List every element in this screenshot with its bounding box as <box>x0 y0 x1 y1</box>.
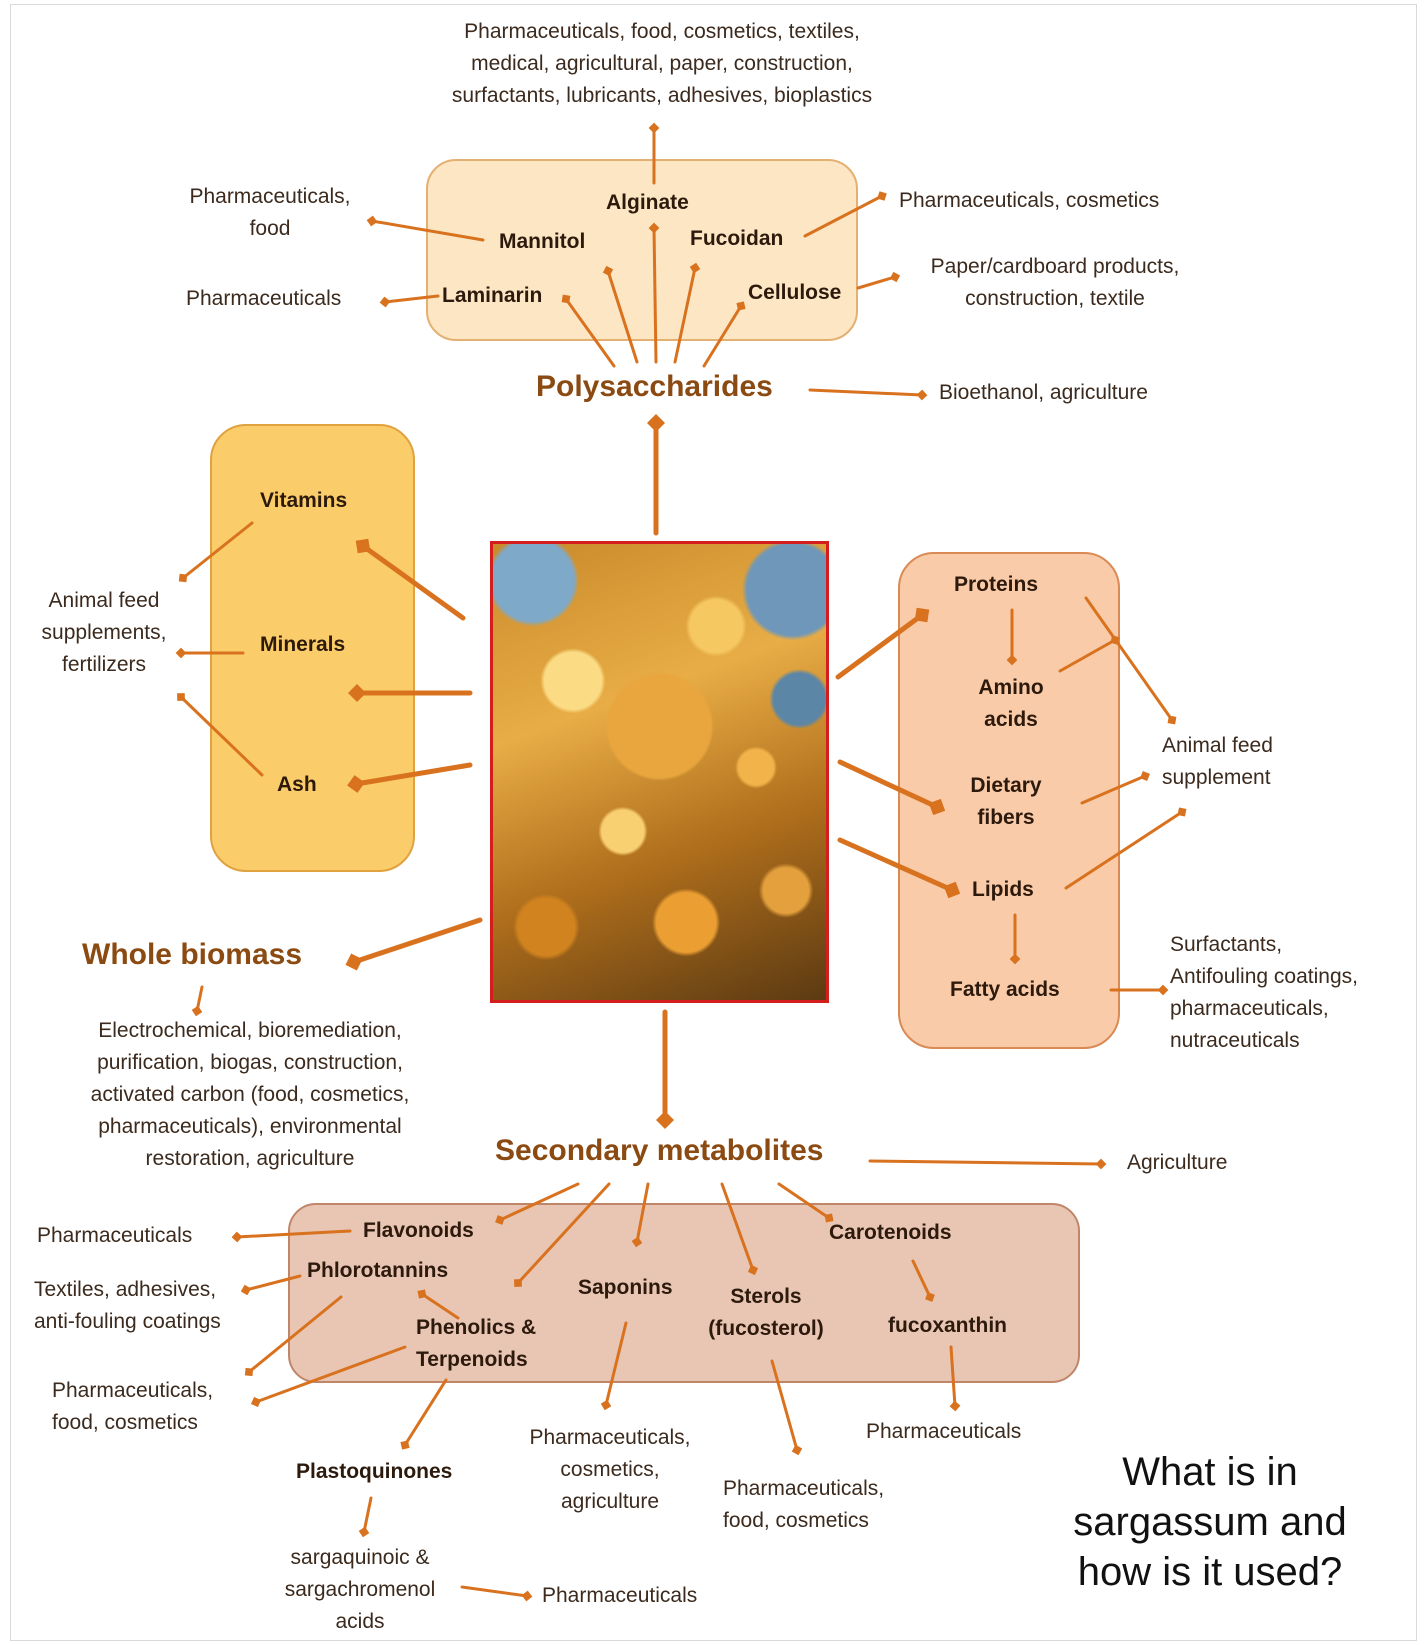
arrow-fibers-feed <box>1080 771 1150 805</box>
proteins-lipids-box <box>898 552 1120 1049</box>
vitamins-label: Vitamins <box>260 489 348 512</box>
arrow-poly-alginate <box>648 222 660 364</box>
fucoidan-uses: Pharmaceuticals, cosmetics <box>899 189 1160 212</box>
flavonoids-label: Flavonoids <box>363 1219 474 1242</box>
ash-label: Ash <box>277 773 317 796</box>
figure-frame <box>10 4 1417 1641</box>
sargaquinoic-acids-label: sargaquinoic & sargachromenol acids <box>284 1546 436 1633</box>
cellulose-uses: Paper/cardboard products, construction, … <box>930 255 1180 310</box>
polysaccharides-group-uses: Bioethanol, agriculture <box>939 381 1148 404</box>
minerals-label: Minerals <box>260 633 346 656</box>
saponins-label: Saponins <box>578 1276 673 1299</box>
polysaccharides-title: Polysaccharides <box>536 370 773 403</box>
arrow-lipids-feed <box>1064 807 1187 890</box>
fucoxanthin-label: fucoxanthin <box>888 1314 1007 1337</box>
arrow-phenolics-plastoquinones <box>400 1378 448 1450</box>
arrow-poly-cellulose <box>702 301 746 368</box>
arrow-flavonoids-use <box>231 1229 352 1243</box>
arrow-plastoquinones-acids <box>358 1496 373 1538</box>
arrow-sec-sterols <box>720 1182 759 1276</box>
fucoxanthin-uses: Pharmaceuticals <box>866 1420 1022 1443</box>
arrow-secondary-use <box>868 1158 1107 1170</box>
arrow-fucoidan-use <box>803 191 887 238</box>
polysaccharides-box <box>426 159 858 341</box>
secondary-metabolites-title: Secondary metabolites <box>495 1134 824 1167</box>
arrow-phenolics-phlorotannins <box>417 1289 460 1320</box>
arrow-poly-mannitol <box>602 265 639 364</box>
saponins-uses: Pharmaceuticals, cosmetics, agriculture <box>529 1426 691 1513</box>
arrow-saponins-use <box>600 1321 628 1411</box>
arrow-phenolics-pharma <box>250 1345 407 1408</box>
arrow-mannitol-use <box>366 215 485 242</box>
carotenoids-label: Carotenoids <box>829 1221 952 1244</box>
phlorotannins-label: Phlorotannins <box>307 1259 449 1282</box>
arrow-proteins-feed <box>1084 596 1177 725</box>
arrow-photo-biomass <box>345 917 483 971</box>
arrow-sec-saponins <box>631 1182 650 1248</box>
alginate-label: Alginate <box>606 191 689 214</box>
arrow-amino-feed <box>1058 635 1120 673</box>
lipids-label: Lipids <box>972 878 1034 901</box>
whole-biomass-uses: Electrochemical, bioremediation, purific… <box>90 1019 410 1170</box>
proteins-label: Proteins <box>954 573 1039 596</box>
plastoquinones-label: Plastoquinones <box>296 1460 453 1483</box>
sargaquinoic-acids-uses: Pharmaceuticals <box>542 1584 698 1607</box>
arrow-photo-ash <box>347 762 473 793</box>
secondary-metabolites-group-uses: Agriculture <box>1127 1151 1228 1174</box>
sterols-uses: Pharmaceuticals, food, cosmetics <box>723 1477 885 1532</box>
arrow-photo-fibers <box>837 759 946 816</box>
arrow-acids-use <box>460 1585 533 1602</box>
vitamins-minerals-box <box>210 424 415 872</box>
sargassum-photo <box>490 541 829 1003</box>
arrow-sterols-use <box>770 1359 803 1456</box>
arrow-poly-use <box>808 388 928 401</box>
fatty-acids-label: Fatty acids <box>950 978 1060 1001</box>
arrow-vitamins-use <box>178 521 254 583</box>
arrow-carotenoids-fucoxanthin <box>911 1259 935 1302</box>
mannitol-label: Mannitol <box>499 230 586 253</box>
arrow-sec-carotenoids <box>777 1182 834 1223</box>
animal-feed-supplement-uses: Animal feed supplement <box>1162 734 1273 789</box>
arrow-sec-phenolics <box>514 1182 611 1287</box>
arrow-phlorotannins-pharma <box>244 1295 343 1377</box>
sterols-label: Sterols (fucosterol) <box>708 1285 824 1340</box>
whole-biomass-title: Whole biomass <box>82 938 303 971</box>
arrow-sec-flavonoids <box>495 1182 580 1225</box>
arrow-poly-fucoidan <box>673 262 701 364</box>
mannitol-uses: Pharmaceuticals, food <box>189 185 351 240</box>
arrow-ash-use <box>177 693 264 777</box>
cellulose-label: Cellulose <box>748 281 842 304</box>
laminarin-uses: Pharmaceuticals <box>186 287 342 310</box>
phenolics-uses: Pharmaceuticals, food, cosmetics <box>52 1379 214 1434</box>
arrow-photo-proteins <box>835 607 930 680</box>
flavonoids-uses: Pharmaceuticals <box>37 1224 193 1247</box>
fucoidan-label: Fucoidan <box>690 227 784 250</box>
alginate-uses: Pharmaceuticals, food, cosmetics, textil… <box>451 20 873 107</box>
phenolics-terpenoids-label: Phenolics & Terpenoids <box>416 1316 537 1371</box>
arrow-cellulose-use <box>856 271 901 290</box>
dietary-fibers-label: Dietary fibers <box>970 774 1042 829</box>
minerals-group-uses: Animal feed supplements, fertilizers <box>41 589 167 676</box>
arrow-laminarin-use <box>379 294 440 308</box>
arrow-photo-vitamins <box>355 538 466 621</box>
arrow-biomass-use <box>191 985 204 1017</box>
figure-question-caption: What is in sargassum and how is it used? <box>1073 1450 1347 1594</box>
arrow-photo-lipids <box>837 837 961 899</box>
laminarin-label: Laminarin <box>442 284 543 307</box>
arrow-phlorotannins-use <box>240 1274 302 1296</box>
arrow-fucoxanthin-use <box>949 1345 961 1412</box>
amino-acids-label: Amino acids <box>978 676 1044 731</box>
fatty-acids-uses: Surfactants, Antifouling coatings, pharm… <box>1170 933 1358 1052</box>
arrow-poly-laminarin <box>561 294 616 368</box>
phlorotannins-uses: Textiles, adhesives, anti-fouling coatin… <box>34 1278 221 1333</box>
